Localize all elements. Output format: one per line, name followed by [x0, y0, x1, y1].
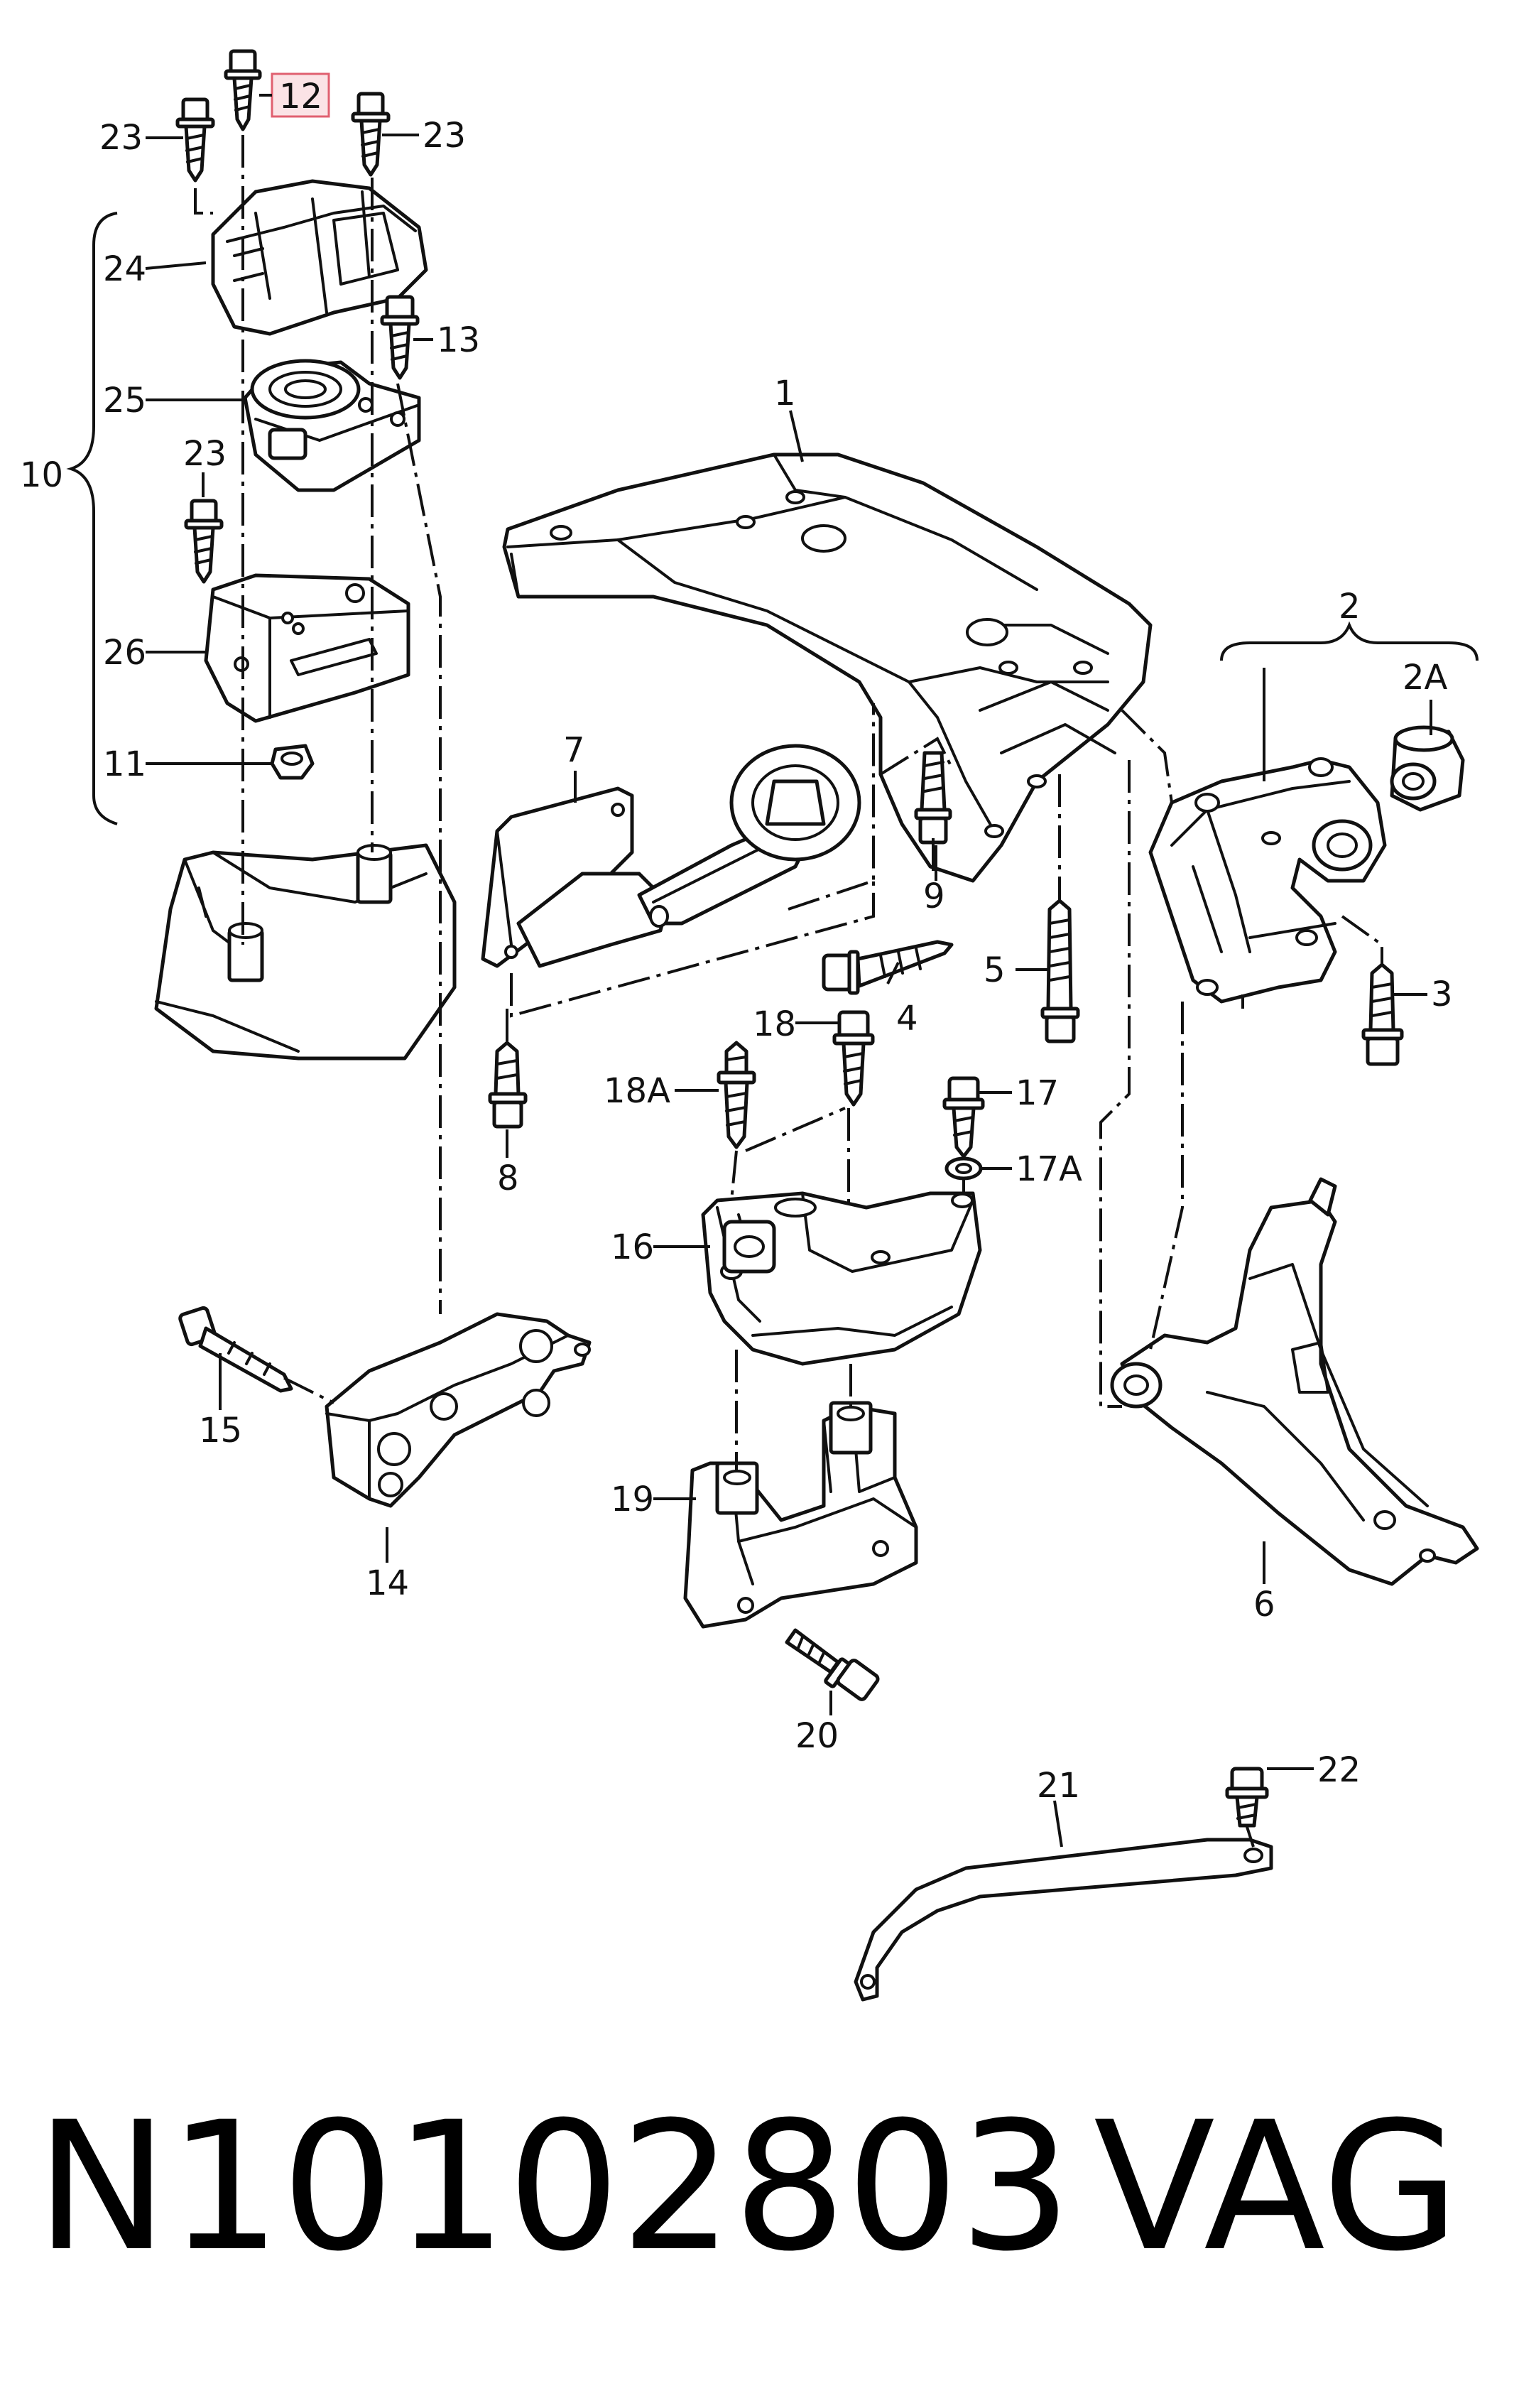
guide-line	[283, 1377, 334, 1404]
bolt-9[interactable]	[914, 751, 952, 845]
bolt-23-middle[interactable]	[184, 499, 224, 584]
bolt-18[interactable]	[832, 1010, 875, 1107]
guide-line	[730, 1150, 738, 1201]
callout-label: 10	[20, 455, 63, 495]
callout-label: 22	[1317, 1750, 1361, 1790]
control-arm-6[interactable]	[1110, 1177, 1479, 1586]
callout-label: 26	[103, 633, 146, 673]
leader-line	[886, 962, 900, 985]
part-number: N10102803	[36, 2083, 1072, 2290]
callout-label: 3	[1431, 975, 1453, 1014]
bracket-19[interactable]	[683, 1401, 918, 1629]
engine-block-fragment	[154, 843, 457, 1061]
guide-line	[1341, 915, 1383, 966]
callout-label: 16	[611, 1227, 654, 1267]
callout-label: 18A	[604, 1071, 670, 1111]
torque-rod-7[interactable]	[481, 744, 861, 968]
bolt-17[interactable]	[942, 1076, 985, 1159]
guide-line	[788, 703, 875, 911]
brand-name: VAG	[1094, 2083, 1459, 2290]
callout-label: 9	[923, 877, 945, 916]
callout-label: 6	[1253, 1585, 1275, 1625]
bolt-8[interactable]	[488, 1041, 528, 1129]
callout-label: 20	[795, 1716, 839, 1756]
callout-12-highlight	[271, 72, 330, 118]
bolt-18A[interactable]	[717, 1041, 756, 1149]
bolt-20[interactable]	[785, 1628, 880, 1701]
guide-line	[1246, 1826, 1255, 1848]
bracket-26[interactable]	[204, 573, 410, 723]
callout-label: 19	[611, 1480, 654, 1519]
callout-label: 12	[279, 77, 322, 116]
callout-label: 11	[103, 744, 146, 784]
mount-25[interactable]	[243, 359, 421, 492]
guide-line	[396, 383, 442, 1314]
bolt-4[interactable]	[822, 940, 954, 995]
bracket-14[interactable]	[325, 1312, 592, 1508]
callout-label: 18	[753, 1004, 796, 1044]
guide-line	[1149, 1002, 1184, 1350]
guide-line	[879, 737, 953, 776]
guide-line	[510, 881, 875, 1018]
mount-16[interactable]	[701, 1191, 982, 1366]
bolt-15[interactable]	[178, 1306, 293, 1393]
callout-label: 5	[984, 950, 1006, 990]
bolt-23-left[interactable]	[175, 97, 215, 183]
leader-line	[789, 410, 804, 462]
callout-label: 21	[1037, 1766, 1080, 1806]
brace-21[interactable]	[854, 1838, 1273, 2002]
guide-line	[1099, 760, 1131, 1408]
callout-label: 24	[103, 249, 146, 289]
callout-label: 13	[437, 320, 480, 360]
callout-label: 2A	[1403, 658, 1448, 698]
bolt-13[interactable]	[380, 295, 420, 380]
group-10-brace	[66, 212, 118, 825]
bolt-23-right[interactable]	[351, 92, 391, 177]
callout-label: 2	[1339, 587, 1361, 627]
callout-label: 23	[183, 434, 227, 474]
callout-label: 1	[774, 374, 796, 413]
callout-label: 25	[103, 381, 146, 421]
callout-label: 8	[497, 1159, 519, 1198]
callout-label: 15	[199, 1411, 242, 1450]
bolt-3[interactable]	[1361, 962, 1404, 1066]
bolt-5[interactable]	[1040, 899, 1080, 1043]
callout-label: 23	[423, 116, 466, 156]
leader-line	[145, 261, 207, 270]
callout-label: 23	[99, 118, 143, 158]
washer-17A[interactable]	[944, 1156, 983, 1181]
subframe-1[interactable]	[502, 452, 1153, 883]
leader-line	[1053, 1800, 1063, 1848]
bracket-2[interactable]	[1148, 757, 1387, 1004]
bushing-2A[interactable]	[1390, 725, 1465, 812]
guide-line	[745, 1107, 846, 1152]
screw-22[interactable]	[1225, 1767, 1269, 1828]
callout-label: 7	[563, 730, 585, 770]
group-2-brace	[1220, 621, 1479, 661]
bolt-12[interactable]	[224, 49, 262, 131]
guide-line	[194, 188, 213, 215]
callout-label: 17	[1016, 1073, 1059, 1113]
callout-label: 4	[896, 999, 918, 1038]
callout-label: 17A	[1016, 1149, 1082, 1189]
nut-11[interactable]	[270, 744, 315, 780]
guide-line	[1121, 709, 1173, 803]
callout-label: 14	[366, 1563, 409, 1603]
